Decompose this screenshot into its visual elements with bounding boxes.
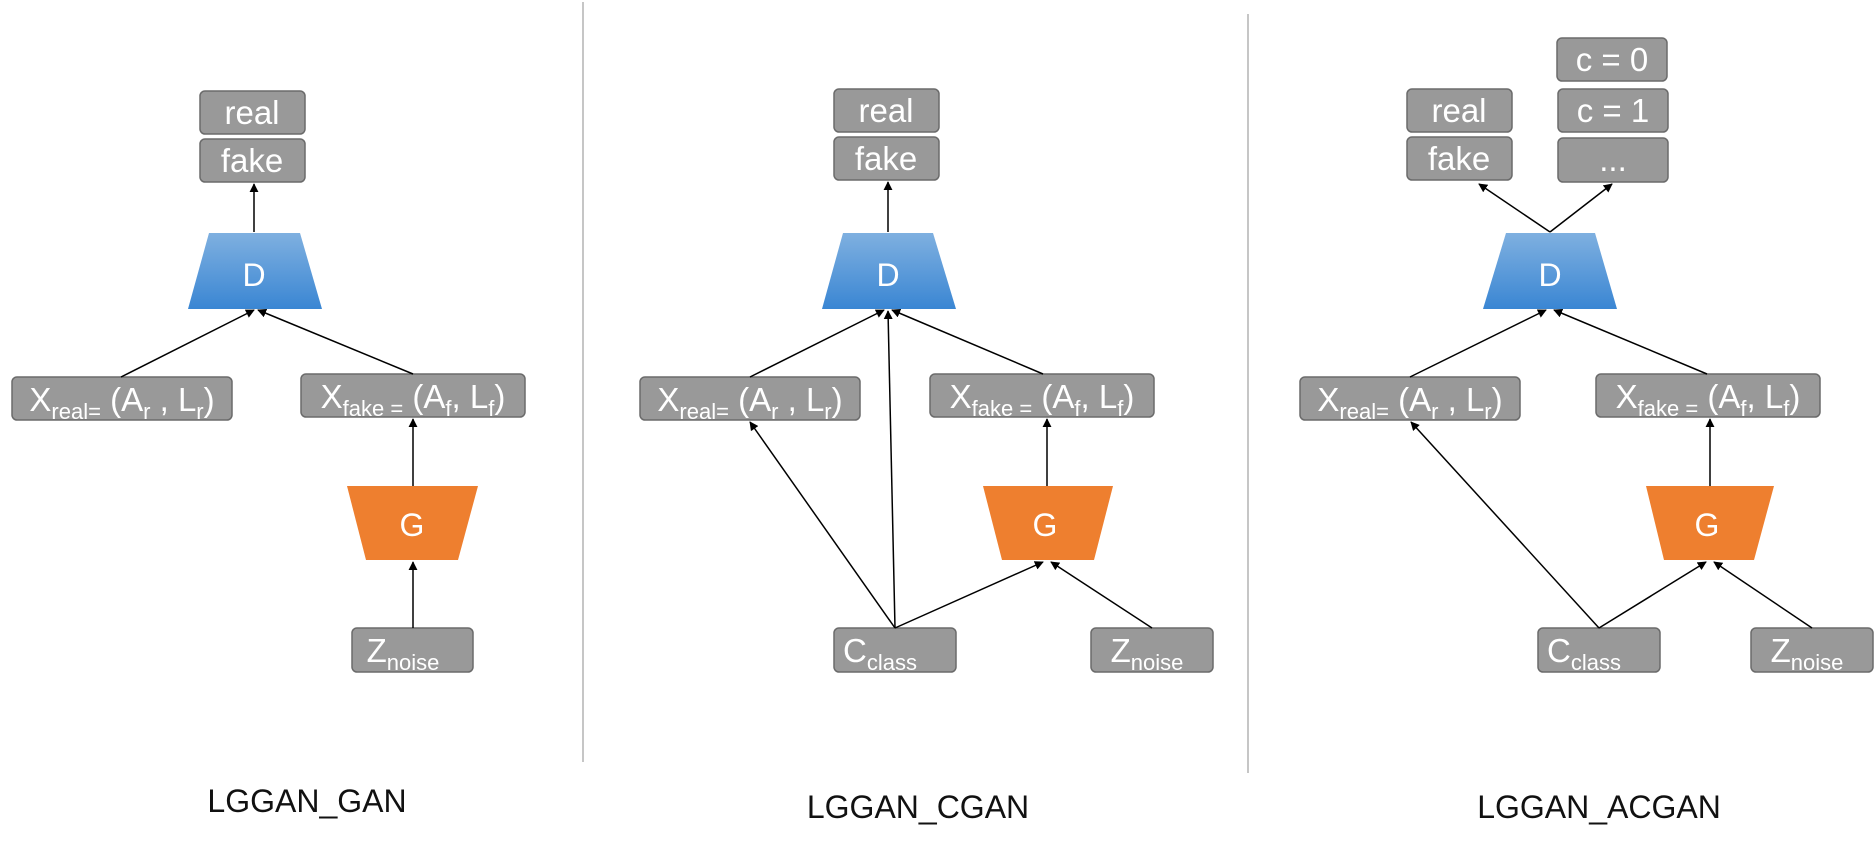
x-fake-label: Xfake = (Af, Lf) xyxy=(1616,378,1801,421)
class-0-box: c = 0 xyxy=(1556,37,1668,82)
arrow-xfake-to-d xyxy=(891,309,1044,375)
x-fake-box: Xfake = (Af, Lf) xyxy=(300,373,526,421)
output-real-box: real xyxy=(1406,88,1513,133)
generator-label: G xyxy=(1033,507,1058,543)
z-noise-box: Znoise xyxy=(351,627,474,675)
c-class-box: Cclass xyxy=(1537,627,1661,675)
arrow-xfake-to-d xyxy=(257,308,414,375)
c-class-label: Cclass xyxy=(843,632,917,675)
arrow-cclass-to-xreal xyxy=(1410,421,1600,629)
output-real-label: real xyxy=(858,92,913,129)
output-fake-box: fake xyxy=(199,138,306,183)
arrow-znoise-to-g xyxy=(1050,561,1153,629)
output-real-label: real xyxy=(1431,92,1486,129)
class-1-box: c = 1 xyxy=(1557,88,1669,133)
x-fake-box: Xfake = (Af, Lf) xyxy=(929,373,1155,421)
z-noise-label: Znoise xyxy=(367,632,440,675)
x-real-box: Xreal= (Ar , Lr) xyxy=(639,376,861,424)
class-0-label: c = 0 xyxy=(1576,41,1648,78)
x-real-label: Xreal= (Ar , Lr) xyxy=(1317,381,1502,424)
z-noise-label: Znoise xyxy=(1771,632,1844,675)
discriminator-shape xyxy=(1483,233,1617,309)
class-more-box: ... xyxy=(1557,137,1669,183)
discriminator-label: D xyxy=(1538,257,1561,293)
panel-acgan: real fake c = 0 c = 1 ... D Xreal= (Ar ,… xyxy=(1299,37,1874,825)
arrow-xfake-to-d xyxy=(1553,308,1708,375)
discriminator-shape xyxy=(188,233,322,309)
panel-gan: real fake D Xreal= (Ar , Lr) Xfake = (Af… xyxy=(11,90,526,819)
generator-shape xyxy=(1646,486,1774,560)
z-noise-label: Znoise xyxy=(1111,632,1184,675)
discriminator-label: D xyxy=(876,257,899,293)
x-real-label: Xreal= (Ar , Lr) xyxy=(29,381,214,424)
z-noise-box: Znoise xyxy=(1090,627,1214,675)
generator-shape xyxy=(983,486,1113,560)
discriminator-shape xyxy=(822,233,956,309)
generator-shape xyxy=(347,486,478,560)
caption-lggan-cgan: LGGAN_CGAN xyxy=(807,789,1029,825)
arrow-xreal-to-d xyxy=(749,309,885,378)
output-fake-label: fake xyxy=(1428,140,1490,177)
arrow-d-to-class xyxy=(1549,183,1613,233)
class-more-label: ... xyxy=(1599,141,1627,178)
caption-lggan-acgan: LGGAN_ACGAN xyxy=(1477,789,1721,825)
generator-label: G xyxy=(400,507,425,543)
c-class-label: Cclass xyxy=(1547,632,1621,675)
arrow-d-to-real-fake xyxy=(1478,183,1551,233)
discriminator-label: D xyxy=(242,257,265,293)
output-fake-box: fake xyxy=(833,136,940,181)
arrow-xreal-to-d xyxy=(120,309,255,378)
z-noise-box: Znoise xyxy=(1750,627,1874,675)
output-real-box: real xyxy=(199,90,306,135)
arrow-znoise-to-g xyxy=(1713,561,1813,629)
generator-label: G xyxy=(1695,507,1720,543)
class-1-label: c = 1 xyxy=(1577,92,1649,129)
output-fake-label: fake xyxy=(221,142,283,179)
arrow-xreal-to-d xyxy=(1409,309,1547,378)
x-fake-label: Xfake = (Af, Lf) xyxy=(950,378,1135,421)
x-real-box: Xreal= (Ar , Lr) xyxy=(1299,376,1521,424)
panel-cgan: real fake D Xreal= (Ar , Lr) Xfake = (Af… xyxy=(639,88,1214,825)
output-real-label: real xyxy=(224,94,279,131)
arrow-cclass-to-d xyxy=(883,310,896,629)
caption-lggan-gan: LGGAN_GAN xyxy=(207,783,406,819)
x-real-box: Xreal= (Ar , Lr) xyxy=(11,376,233,424)
output-fake-label: fake xyxy=(855,140,917,177)
arrow-cclass-to-g xyxy=(1598,561,1707,629)
arrow-cclass-to-xreal xyxy=(749,421,896,629)
c-class-box: Cclass xyxy=(833,627,957,675)
x-fake-box: Xfake = (Af, Lf) xyxy=(1595,373,1821,421)
arrow-cclass-to-g xyxy=(894,561,1044,629)
output-real-box: real xyxy=(833,88,940,133)
x-real-label: Xreal= (Ar , Lr) xyxy=(657,381,842,424)
x-fake-label: Xfake = (Af, Lf) xyxy=(321,378,506,421)
output-fake-box: fake xyxy=(1406,136,1513,181)
